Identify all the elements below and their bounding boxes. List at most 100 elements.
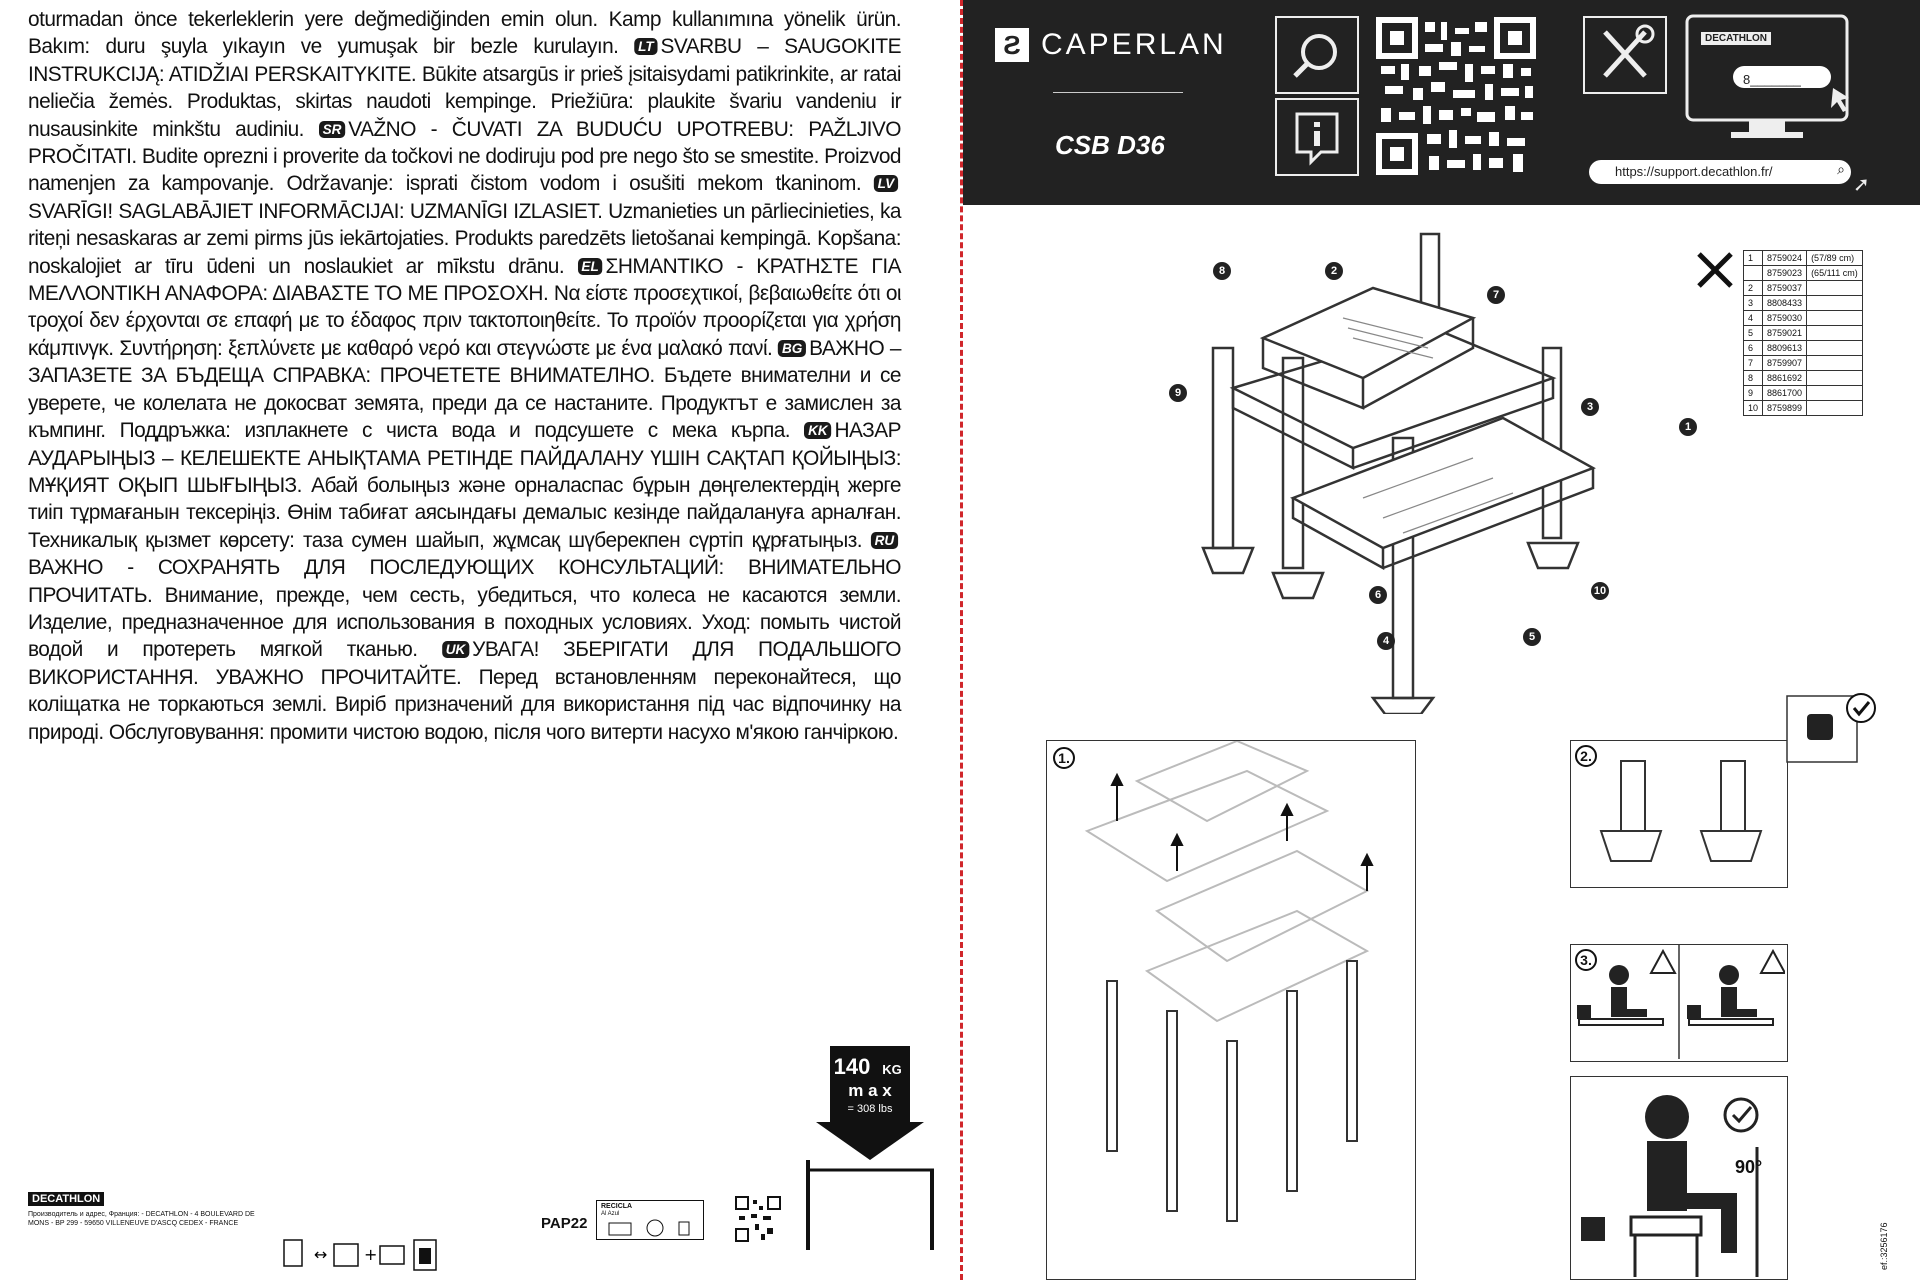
parts-cell-ref: 8759899 <box>1762 400 1808 416</box>
segment-8: УВАГА! ЗБЕРІГАТИ ДЛЯ ПОДАЛЬШОГО ВИКОРИСТ… <box>28 637 902 744</box>
step-2-detail-knob <box>1786 693 1876 763</box>
cursor-icon: ➚ <box>1853 174 1870 196</box>
segment-4: ΣΗΜΑΝΤΙΚΟ - ΚΡΑΤΗΣΤΕ ΓΙΑ ΜΕΛΛΟΝΤΙΚΗ ΑΝΑΦ… <box>28 253 902 360</box>
parts-cell-n: 5 <box>1742 325 1764 341</box>
pap-code: PAP22 <box>541 1215 588 1232</box>
step-2-leg-adjust <box>1599 760 1763 862</box>
parts-cell-ref: 8759907 <box>1762 355 1808 371</box>
parts-cell-ref: 8809613 <box>1762 340 1808 356</box>
parts-cell-n <box>1742 265 1764 281</box>
callout-3: 3 <box>1581 398 1599 416</box>
parts-cell-n: 8 <box>1742 370 1764 386</box>
parts-cell-n: 2 <box>1742 280 1764 296</box>
monitor-icon <box>1685 14 1849 138</box>
url-search-icon: ⌕ <box>1837 161 1845 177</box>
right-page: Ƨ CAPERLAN CSB D36 <box>963 0 1920 1280</box>
parts-cell-size <box>1806 340 1863 356</box>
angle-label: 90° <box>1735 1157 1763 1177</box>
parts-cell-ref: 8808433 <box>1762 295 1808 311</box>
support-url-bar[interactable]: https://support.decathlon.fr/ ⌕ <box>1589 160 1851 184</box>
screen-brand: DECATHLON <box>1701 32 1772 45</box>
parts-cell-size <box>1806 295 1863 311</box>
segment-2: VAŽNO - ČUVATI ZA BUDUĆU UPOTREBU: PAŽLJ… <box>28 116 902 196</box>
lang-tag-uk: UK <box>441 641 470 659</box>
callout-10: 10 <box>1591 582 1609 600</box>
parts-cell-n: 7 <box>1742 355 1764 371</box>
parts-cell-size <box>1806 400 1863 416</box>
step-3-seating-warning <box>1577 945 1785 1059</box>
segment-0: oturmadan önce tekerleklerin yere değmed… <box>28 7 902 59</box>
parts-cell-n: 4 <box>1742 310 1764 326</box>
svg-text:↔: ↔ <box>314 1245 327 1264</box>
load-max: m a x <box>848 1081 892 1100</box>
qr-code-small <box>735 1196 781 1242</box>
step-2-panel: 2. <box>1570 740 1788 888</box>
lang-tag-ru: RU <box>870 531 899 549</box>
lang-tag-kk: KK <box>804 422 832 440</box>
parts-cell-size: (57/89 cm) <box>1806 250 1863 266</box>
parts-cell-ref: 8759023 <box>1762 265 1808 281</box>
header-band: Ƨ CAPERLAN CSB D36 <box>963 0 1920 205</box>
model-name: CSB D36 <box>1055 130 1165 160</box>
segment-6: НАЗАР АУДАРЫҢЫЗ – КЕЛЕШЕКТЕ АНЫҚТАМА РЕТ… <box>28 418 902 552</box>
step-1-panel: 1. <box>1046 740 1416 1280</box>
footer-address: Производитель и адрес, Франция: - DECATH… <box>28 1211 255 1227</box>
support-url[interactable]: https://support.decathlon.fr/ <box>1615 164 1773 179</box>
parts-cell-size <box>1806 280 1863 296</box>
callout-4: 4 <box>1377 632 1395 650</box>
product-illustration <box>1201 232 1596 714</box>
parts-cell-ref: 8861700 <box>1762 385 1808 401</box>
callout-8: 8 <box>1213 262 1231 280</box>
brand-name: CAPERLAN <box>1041 28 1227 61</box>
search-icon <box>1293 34 1337 78</box>
step-2-number: 2. <box>1575 745 1597 767</box>
brand-rule <box>1053 92 1183 93</box>
segment-7: ВАЖНО - СОХРАНЯТЬ ДЛЯ ПОСЛЕДУЮЩИХ КОНСУЛ… <box>28 555 902 662</box>
brand-logo-icon: Ƨ <box>995 28 1029 62</box>
reference-code: ef.:3256176 <box>1879 1222 1889 1270</box>
manual-text: oturmadan önce tekerleklerin yere değmed… <box>28 6 902 746</box>
step-1-exploded-view <box>1084 741 1374 1222</box>
search-field-value[interactable]: 8_______ <box>1743 72 1801 87</box>
qr-code <box>1375 16 1537 176</box>
tools-box <box>1583 16 1667 94</box>
manual-paragraph: oturmadan önce tekerleklerin yere değmed… <box>28 6 902 746</box>
load-unit: KG <box>882 1062 902 1077</box>
parts-cell-n: 9 <box>1742 385 1764 401</box>
bin-icon <box>608 1219 690 1237</box>
parts-cell-ref: 8861692 <box>1762 370 1808 386</box>
left-page: oturmadan önce tekerleklerin yere değmed… <box>28 6 934 1271</box>
callout-9: 9 <box>1169 384 1187 402</box>
parts-row: 8759023(65/111 cm) <box>1742 265 1863 281</box>
recycle-sub: Al Azul <box>601 1211 620 1217</box>
step-3-panel: 3. <box>1570 944 1788 1062</box>
info-box <box>1275 98 1359 176</box>
parts-cell-ref: 8759037 <box>1762 280 1808 296</box>
parts-cell-size <box>1806 310 1863 326</box>
segment-1: SVARBU – SAUGOKITE INSTRUKCIJĄ: ATIDŽIAI… <box>28 34 902 141</box>
load-lbs: = 308 lbs <box>848 1103 893 1115</box>
parts-cell-n: 10 <box>1742 400 1764 416</box>
ergonomics-panel: 90° <box>1570 1076 1788 1280</box>
info-icon <box>1295 112 1339 166</box>
segment-3: SVARĪGI! SAGLABĀJIET INFORMĀCIJAI: UZMAN… <box>28 198 902 278</box>
parts-cell-n: 6 <box>1742 340 1764 356</box>
search-box <box>1275 16 1359 94</box>
parts-cell-size <box>1806 325 1863 341</box>
svg-text:+: + <box>364 1245 377 1264</box>
parts-cell-n: 1 <box>1742 250 1764 266</box>
recycle-title: RECICLA <box>601 1203 633 1210</box>
tools-parts-icon <box>1697 252 1733 288</box>
recycle-box: RECICLA Al Azul <box>596 1200 704 1240</box>
callout-5: 5 <box>1523 628 1541 646</box>
step-3-number: 3. <box>1575 949 1597 971</box>
callout-6: 6 <box>1369 586 1387 604</box>
parts-cell-ref: 8759021 <box>1762 325 1808 341</box>
parts-cell-ref: 8759030 <box>1762 310 1808 326</box>
